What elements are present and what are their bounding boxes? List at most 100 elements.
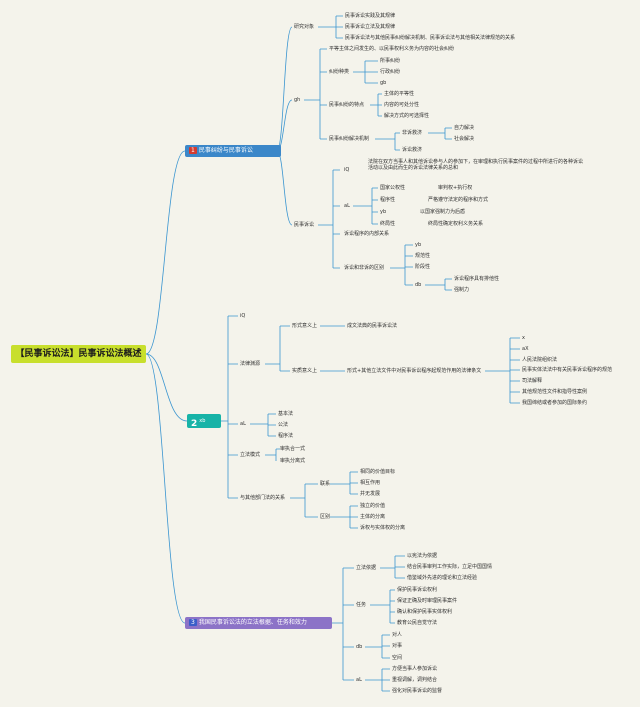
- node-db[interactable]: db: [415, 282, 422, 288]
- node-gh[interactable]: gh: [294, 97, 301, 103]
- connector: [380, 555, 405, 579]
- leaf-note: 审判权+执行权: [438, 185, 473, 191]
- leaf-node: 审执分离式: [280, 458, 306, 464]
- node-sources[interactable]: 法律渊源: [240, 361, 261, 367]
- connector: [145, 150, 186, 355]
- leaf-note: 严格遵守法定的程序和方式: [428, 197, 489, 203]
- leaf-node: 阶段性: [415, 264, 431, 270]
- connector: [330, 505, 358, 529]
- branch-number: 1: [189, 147, 197, 154]
- node-al[interactable]: aL: [240, 421, 246, 427]
- leaf-note: 终局性确定权利义务关系: [428, 221, 484, 227]
- leaf-node: 我国缔结或者参加的国际条约: [522, 400, 588, 406]
- connector: [304, 48, 327, 140]
- node-basis[interactable]: 立法依据: [356, 565, 377, 571]
- leaf-node: 主体的平等性: [384, 91, 415, 97]
- leaf-node: aX: [522, 346, 529, 352]
- connector: [425, 278, 452, 291]
- leaf-node: 解决方式的可选择性: [384, 113, 430, 119]
- leaf-node: 强制力: [454, 287, 470, 293]
- leaf-node: 所事纠纷: [380, 58, 401, 64]
- node-diff[interactable]: 诉讼和非诉的区别: [344, 265, 385, 271]
- connector: [353, 187, 378, 225]
- connector: [365, 668, 390, 692]
- connector: [250, 413, 276, 437]
- leaf-node: 重视调解，调判结合: [392, 677, 438, 683]
- leaf-node: 审执合一式: [280, 446, 306, 452]
- leaf-node: 民事诉讼立法及其规律: [345, 24, 396, 30]
- leaf-node: 平等主体之间发生的、以民事权利义务为内容的社会纠纷: [329, 46, 455, 52]
- leaf-node: 对人: [392, 632, 403, 638]
- node-relations[interactable]: 与其他部门法的关系: [240, 495, 286, 501]
- node-difference[interactable]: 区别: [320, 514, 331, 520]
- leaf-node: 方便当事人参加诉讼: [392, 666, 438, 672]
- node-non-litigation[interactable]: 非诉救济: [402, 130, 423, 136]
- leaf-node: 规范性: [415, 253, 431, 259]
- connector: [375, 132, 400, 151]
- node-formal[interactable]: 形式意义上: [292, 323, 318, 329]
- leaf-node: 保护民事诉讼权利: [397, 587, 438, 593]
- leaf-node: x: [522, 335, 525, 341]
- leaf-node: 结合民事审判工作实际，立足中国国情: [407, 564, 493, 570]
- leaf-node: 独立的价值: [360, 503, 386, 509]
- leaf-node: 诉讼程序的内部关系: [344, 231, 390, 237]
- leaf-node: 主体的分离: [360, 514, 386, 520]
- leaf-node: 相同的价值目标: [360, 469, 396, 475]
- branch-number: 2: [191, 419, 198, 429]
- leaf-node: 形式+其他立法文件中对民事诉讼程序起规范作用的法律条文: [347, 368, 482, 374]
- node-iq[interactable]: iQ: [240, 313, 246, 319]
- node-features[interactable]: 民事纠纷的特点: [329, 102, 365, 108]
- leaf-definition: 法院在双方当事人和其他诉讼参与人的参加下，在审理和执行民事案件的过程中所进行的各…: [368, 159, 584, 171]
- root-node[interactable]: 【民事诉讼法】民事诉讼法概述: [11, 345, 146, 363]
- leaf-node: 内容的可处分性: [384, 102, 420, 108]
- branch-sub: xb: [199, 418, 206, 424]
- connector: [145, 353, 188, 422]
- leaf-node: 相互作用: [360, 480, 381, 486]
- node-tasks[interactable]: 任务: [356, 602, 367, 608]
- connector: [485, 337, 520, 404]
- connector: [330, 471, 358, 495]
- leaf-node: 基本法: [278, 411, 294, 417]
- leaf-node: yb: [380, 209, 387, 215]
- leaf-node: 诉权与实体权的分离: [360, 525, 406, 531]
- node-legislation[interactable]: 立法模式: [240, 452, 261, 458]
- leaf-node: 并无发展: [360, 491, 381, 497]
- leaf-node: 保证正确及时审理民事案件: [397, 598, 458, 604]
- leaf-node: 社会解决: [454, 136, 475, 142]
- leaf-node: 司法解释: [522, 378, 543, 384]
- connector: [276, 150, 293, 226]
- node-research-object[interactable]: 研究对象: [294, 24, 315, 30]
- node-iq[interactable]: iQ: [344, 167, 350, 173]
- node-mechanism[interactable]: 民事纠纷解决机制: [329, 136, 370, 142]
- leaf-node: 借鉴域外先进的理论和立法经验: [407, 575, 478, 581]
- node-types[interactable]: 纠纷种类: [329, 69, 350, 75]
- leaf-node: 以宪法为依据: [407, 553, 438, 559]
- leaf-node: 诉讼救济: [402, 147, 423, 153]
- connector: [365, 634, 390, 659]
- connector: [353, 60, 378, 84]
- connector: [145, 353, 186, 624]
- connector: [318, 169, 340, 269]
- leaf-node: 人民法院组织法: [522, 357, 558, 363]
- leaf-node: 空间: [392, 655, 403, 661]
- connector: [428, 127, 452, 140]
- node-al[interactable]: aL: [344, 203, 350, 209]
- branch-label: 我国民事诉讼法的立法根据、任务和效力: [198, 619, 307, 626]
- node-connection[interactable]: 联系: [320, 481, 331, 487]
- leaf-node: 自力解决: [454, 125, 475, 131]
- connector: [217, 315, 238, 499]
- connector: [265, 448, 280, 461]
- node-db[interactable]: db: [356, 644, 363, 650]
- node-al[interactable]: aL: [356, 677, 362, 683]
- node-substantial[interactable]: 实质意义上: [292, 368, 318, 374]
- node-civil-litigation[interactable]: 民事诉讼: [294, 222, 315, 228]
- connector: [328, 567, 354, 681]
- leaf-note: 以国家强制力为后盾: [420, 209, 466, 215]
- branch-label: 民事纠纷与民事诉讼: [198, 147, 253, 154]
- connector: [276, 26, 293, 152]
- connector: [318, 15, 343, 39]
- leaf-node: 程序法: [278, 433, 294, 439]
